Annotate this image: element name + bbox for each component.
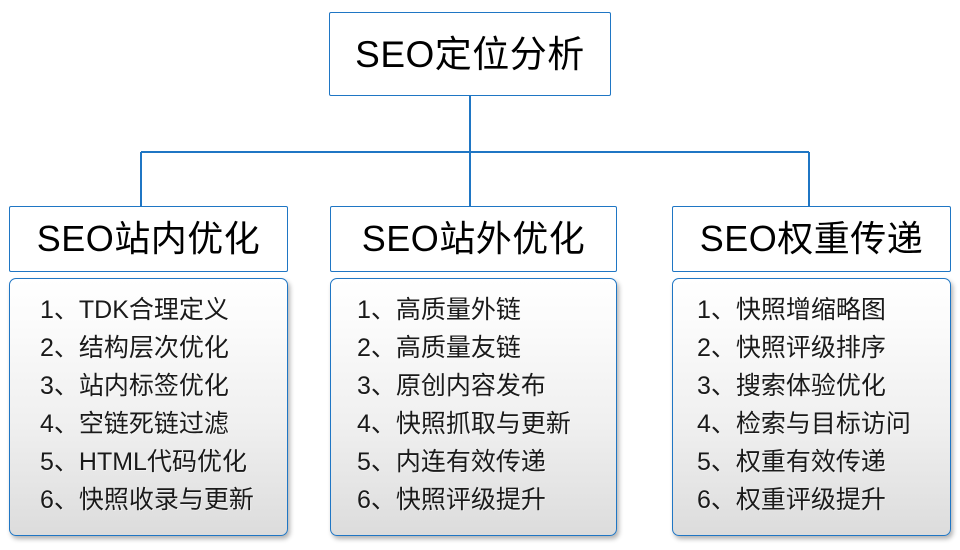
branch-header-label-2: SEO站外优化 bbox=[361, 218, 586, 259]
list-item: 2、快照评级排序 bbox=[697, 334, 886, 362]
list-item: 4、检索与目标访问 bbox=[697, 410, 911, 438]
list-item: 6、权重评级提升 bbox=[697, 486, 886, 514]
branch-header-2[interactable]: SEO站外优化 bbox=[330, 206, 617, 272]
list-item: 4、空链死链过滤 bbox=[40, 410, 229, 438]
branch-column-2: SEO站外优化 1、高质量外链 2、高质量友链 3、原创内容发布 4、快照抓取与… bbox=[330, 206, 617, 536]
list-item: 2、高质量友链 bbox=[357, 334, 521, 362]
list-item: 2、结构层次优化 bbox=[40, 334, 229, 362]
branch-body-1: 1、TDK合理定义 2、结构层次优化 3、站内标签优化 4、空链死链过滤 5、H… bbox=[9, 278, 288, 536]
list-item: 1、快照增缩略图 bbox=[697, 296, 886, 324]
list-item: 6、快照评级提升 bbox=[357, 486, 546, 514]
branch-header-1[interactable]: SEO站内优化 bbox=[9, 206, 288, 272]
branch-list-3: 1、快照增缩略图 2、快照评级排序 3、搜索体验优化 4、检索与目标访问 5、权… bbox=[673, 291, 911, 519]
branch-header-label-3: SEO权重传递 bbox=[699, 218, 924, 259]
branch-header-label-1: SEO站内优化 bbox=[36, 218, 261, 259]
root-node[interactable]: SEO定位分析 bbox=[329, 12, 611, 96]
list-item: 3、原创内容发布 bbox=[357, 372, 546, 400]
list-item: 4、快照抓取与更新 bbox=[357, 410, 571, 438]
list-item: 5、内连有效传递 bbox=[357, 448, 546, 476]
list-item: 5、权重有效传递 bbox=[697, 448, 886, 476]
branch-list-1: 1、TDK合理定义 2、结构层次优化 3、站内标签优化 4、空链死链过滤 5、H… bbox=[10, 291, 254, 519]
list-item: 1、TDK合理定义 bbox=[40, 296, 229, 324]
branch-column-1: SEO站内优化 1、TDK合理定义 2、结构层次优化 3、站内标签优化 4、空链… bbox=[9, 206, 288, 536]
list-item: 3、站内标签优化 bbox=[40, 372, 229, 400]
branch-list-2: 1、高质量外链 2、高质量友链 3、原创内容发布 4、快照抓取与更新 5、内连有… bbox=[331, 291, 571, 519]
branch-body-2: 1、高质量外链 2、高质量友链 3、原创内容发布 4、快照抓取与更新 5、内连有… bbox=[330, 278, 617, 536]
branch-header-3[interactable]: SEO权重传递 bbox=[672, 206, 951, 272]
root-node-title: SEO定位分析 bbox=[355, 33, 585, 75]
list-item: 6、快照收录与更新 bbox=[40, 486, 254, 514]
list-item: 1、高质量外链 bbox=[357, 296, 521, 324]
branch-column-3: SEO权重传递 1、快照增缩略图 2、快照评级排序 3、搜索体验优化 4、检索与… bbox=[672, 206, 951, 536]
branch-body-3: 1、快照增缩略图 2、快照评级排序 3、搜索体验优化 4、检索与目标访问 5、权… bbox=[672, 278, 951, 536]
list-item: 3、搜索体验优化 bbox=[697, 372, 886, 400]
list-item: 5、HTML代码优化 bbox=[40, 448, 247, 476]
